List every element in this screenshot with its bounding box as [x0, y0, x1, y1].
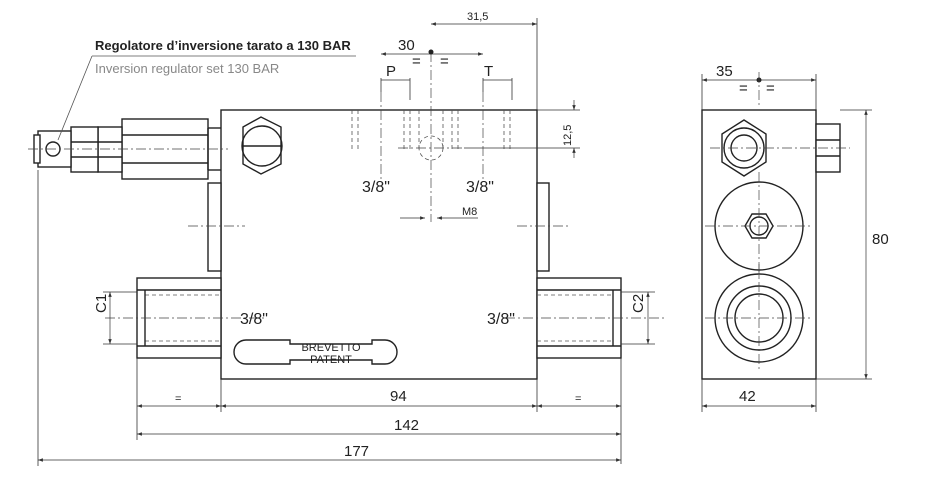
patent-plate: BREVETTO PATENT	[233, 339, 398, 366]
p-port-section	[351, 92, 411, 182]
dim-31-5-label: 31,5	[467, 11, 488, 23]
thread-label-c1: 3/8"	[240, 311, 268, 328]
dim-94: 94 = =	[136, 358, 622, 464]
side-top-plug	[710, 119, 850, 177]
mount-hole	[398, 52, 464, 222]
side-bottom-port	[705, 264, 813, 372]
dim-12-5-label: 12,5	[562, 125, 574, 146]
port-t-label: T	[484, 63, 493, 80]
dim-80-label: 80	[872, 231, 889, 248]
dim-42-label: 42	[739, 388, 756, 405]
dim-177-label: 177	[344, 443, 369, 460]
m8-callout: M8	[400, 206, 478, 220]
t-dimension: T	[482, 63, 513, 100]
top-hex-plug	[241, 116, 283, 175]
dim-30: 30 = =	[381, 37, 483, 70]
dim-177: 177	[37, 170, 621, 466]
patent-label-it: BREVETTO	[301, 342, 361, 354]
dim-c2: C2	[621, 291, 655, 345]
t-port-section	[451, 92, 511, 182]
equal-mark-side-2: =	[766, 80, 775, 97]
equal-mark-2: =	[440, 53, 449, 70]
thread-label-c2: 3/8"	[487, 311, 515, 328]
patent-label-en: PATENT	[310, 354, 352, 366]
c2-fitting	[505, 277, 665, 359]
c1-label: C1	[93, 294, 110, 313]
regulator-title-it: Regolatore d’inversione tarato a 130 BAR	[95, 38, 351, 53]
right-side-boss	[536, 182, 550, 272]
dim-35: 35 = =	[701, 63, 817, 110]
front-view: BREVETTO PATENT 3/8" 3/8" 3/8" 3/8" M8 P…	[28, 11, 665, 466]
m8-label: M8	[462, 206, 477, 218]
equal-mark-right: =	[575, 393, 581, 405]
dim-30-label: 30	[398, 37, 415, 54]
regulator-title-en: Inversion regulator set 130 BAR	[95, 61, 279, 76]
equal-mark-side-1: =	[739, 80, 748, 97]
dim-12-5: 12,5	[464, 100, 580, 158]
dim-80: 80	[816, 109, 889, 380]
dim-31-5: 31,5	[431, 11, 538, 110]
dim-142-label: 142	[394, 417, 419, 434]
thread-label-p: 3/8"	[362, 179, 390, 196]
port-p-label: P	[386, 63, 396, 80]
equal-mark-left: =	[175, 393, 181, 405]
dim-35-label: 35	[716, 63, 733, 80]
equal-mark-1: =	[412, 53, 421, 70]
dim-94-label: 94	[390, 388, 407, 405]
c2-label: C2	[630, 294, 647, 313]
dim-42: 42	[701, 379, 817, 412]
side-view: 35 = = 80 42	[701, 63, 889, 412]
dim-c1: C1	[93, 291, 137, 345]
thread-label-t: 3/8"	[466, 179, 494, 196]
c1-fitting	[105, 277, 265, 359]
left-side-boss	[207, 182, 222, 272]
dim-142: 142	[137, 417, 621, 436]
p-dimension: P	[380, 63, 411, 100]
regulator-callout: Regolatore d’inversione tarato a 130 BAR…	[57, 38, 356, 141]
inversion-regulator	[28, 118, 228, 180]
